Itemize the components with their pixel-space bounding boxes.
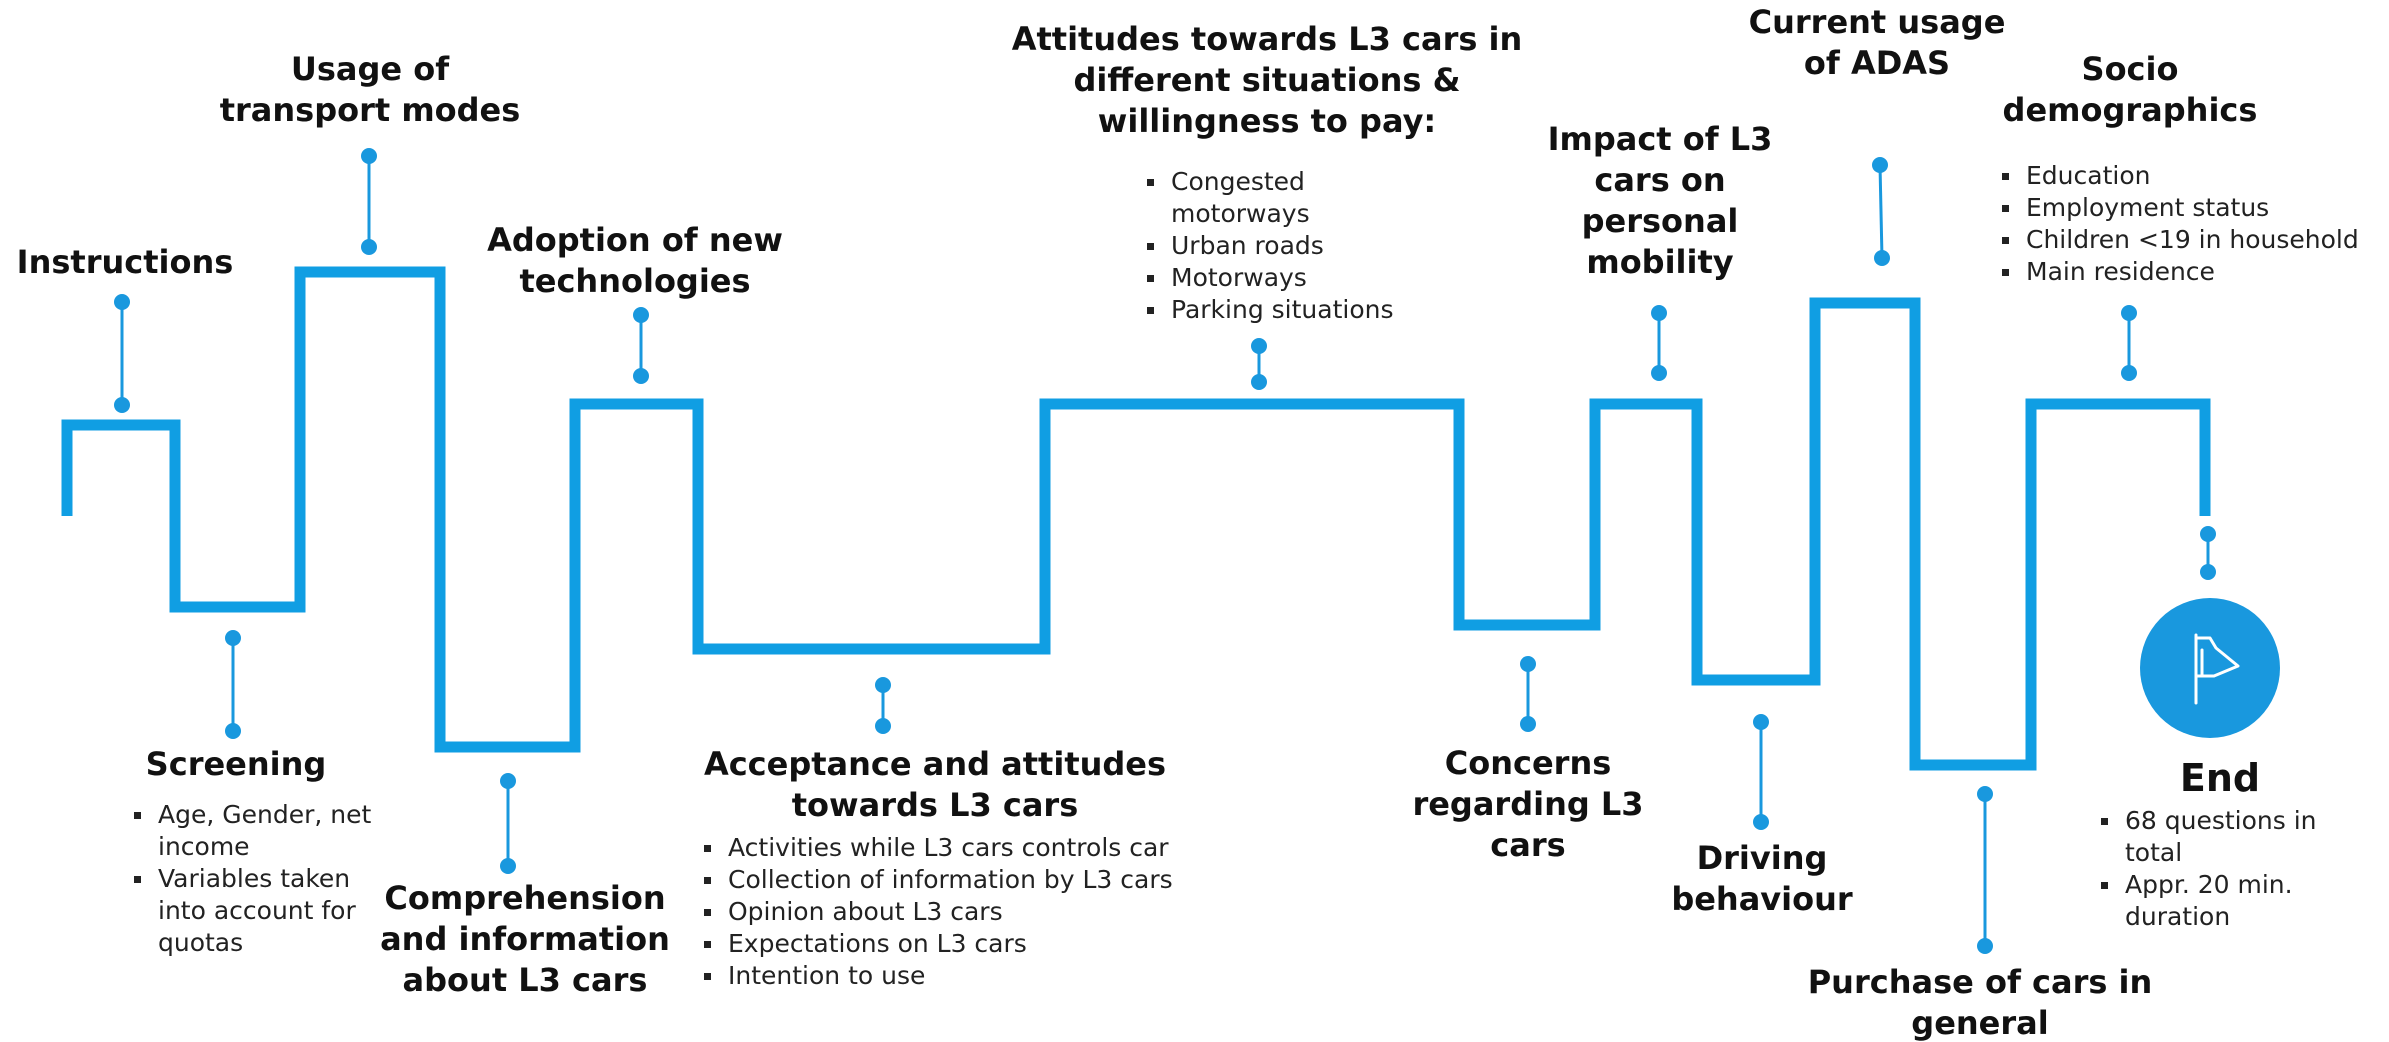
acceptance-items: Activities while L3 cars controls car Co…	[704, 832, 1224, 992]
heading-end: End	[2179, 756, 2261, 800]
connector-dot	[1251, 374, 1267, 390]
list-item: Parking situations	[1147, 294, 1437, 326]
list-item: Expectations on L3 cars	[704, 928, 1224, 960]
connector-dot	[2200, 564, 2216, 580]
connector-line	[1878, 164, 1884, 259]
heading-attitudes: Attitudes towards L3 cars in different s…	[1011, 20, 1523, 140]
connector-comprehension	[500, 773, 516, 874]
connector-dot	[1753, 714, 1769, 730]
heading-socio: Socio demographics	[2002, 50, 2258, 129]
list-item: Activities while L3 cars controls car	[704, 832, 1224, 864]
heading-usage-transport: Usage of transport modes	[219, 50, 521, 129]
connector-dot	[1753, 814, 1769, 830]
connector-dot	[1977, 786, 1993, 802]
connector-dot	[1251, 338, 1267, 354]
list-item: Age, Gender, net income	[134, 799, 374, 863]
connector-dot	[500, 773, 516, 789]
list-item: Urban roads	[1147, 230, 1437, 262]
list-item: Main residence	[2002, 256, 2382, 288]
heading-acceptance: Acceptance and attitudes towards L3 cars	[703, 745, 1167, 824]
attitudes-items: Congested motorways Urban roads Motorway…	[1147, 166, 1437, 326]
list-item: Motorways	[1147, 262, 1437, 294]
connector-dot	[2200, 526, 2216, 542]
list-item: Education	[2002, 160, 2382, 192]
heading-driving: Driving behaviour	[1671, 839, 1853, 918]
connector-dot	[1977, 938, 1993, 954]
connector-dot	[633, 307, 649, 323]
list-item: Intention to use	[704, 960, 1224, 992]
heading-purchase: Purchase of cars in general	[1807, 963, 2153, 1042]
list-item: 68 questions in total	[2101, 805, 2371, 869]
connector-driving	[1753, 714, 1769, 830]
heading-impact: Impact of L3 cars on personal mobility	[1547, 120, 1773, 281]
list-item: Employment status	[2002, 192, 2382, 224]
heading-adoption: Adoption of new technologies	[487, 221, 783, 300]
connector-dot	[225, 630, 241, 646]
connector-dot	[361, 148, 377, 164]
connector-adoption	[633, 307, 649, 384]
connector-dot	[875, 677, 891, 693]
connector-dot	[500, 858, 516, 874]
connector-instructions	[114, 294, 130, 413]
connector-acceptance	[875, 677, 891, 734]
connector-adas	[1872, 157, 1890, 266]
connector-concerns	[1520, 656, 1536, 732]
connector-dot	[875, 718, 891, 734]
connector-usage-transport	[361, 148, 377, 255]
flow-path	[61, 266, 2211, 771]
list-item: Children <19 in household	[2002, 224, 2382, 256]
connector-dot	[2121, 365, 2137, 381]
connector-purchase	[1977, 786, 1993, 954]
list-item: Collection of information by L3 cars	[704, 864, 1224, 896]
heading-concerns: Concerns regarding L3 cars	[1412, 744, 1644, 864]
heading-adas: Current usage of ADAS	[1748, 3, 2006, 82]
connector-socio	[2121, 305, 2137, 381]
connector-dot	[1651, 305, 1667, 321]
connector-dot	[633, 368, 649, 384]
end-circle	[2140, 598, 2280, 738]
connector-dot	[1520, 716, 1536, 732]
end-items: 68 questions in total Appr. 20 min. dura…	[2101, 805, 2371, 933]
connector-dot	[114, 294, 130, 310]
heading-instructions: Instructions	[16, 243, 234, 281]
flag-icon	[2194, 633, 2240, 705]
connector-dot	[361, 239, 377, 255]
connector-dot	[2121, 305, 2137, 321]
heading-screening: Screening	[145, 745, 327, 783]
list-item: Congested motorways	[1147, 166, 1437, 230]
connector-screening	[225, 630, 241, 739]
connector-end	[2200, 526, 2216, 580]
list-item: Appr. 20 min. duration	[2101, 869, 2371, 933]
connector-impact	[1651, 305, 1667, 381]
list-item: Opinion about L3 cars	[704, 896, 1224, 928]
socio-items: Education Employment status Children <19…	[2002, 160, 2382, 288]
connector-dot	[114, 397, 130, 413]
connector-dot	[1651, 365, 1667, 381]
list-item: Variables taken into account for quotas	[134, 863, 374, 959]
heading-comprehension: Comprehension and information about L3 c…	[380, 879, 670, 999]
connector-dot	[1872, 157, 1888, 173]
connector-dot	[225, 723, 241, 739]
connector-attitudes	[1251, 338, 1267, 390]
connector-dot	[1874, 250, 1890, 266]
connector-dot	[1520, 656, 1536, 672]
screening-items: Age, Gender, net income Variables taken …	[134, 799, 374, 959]
